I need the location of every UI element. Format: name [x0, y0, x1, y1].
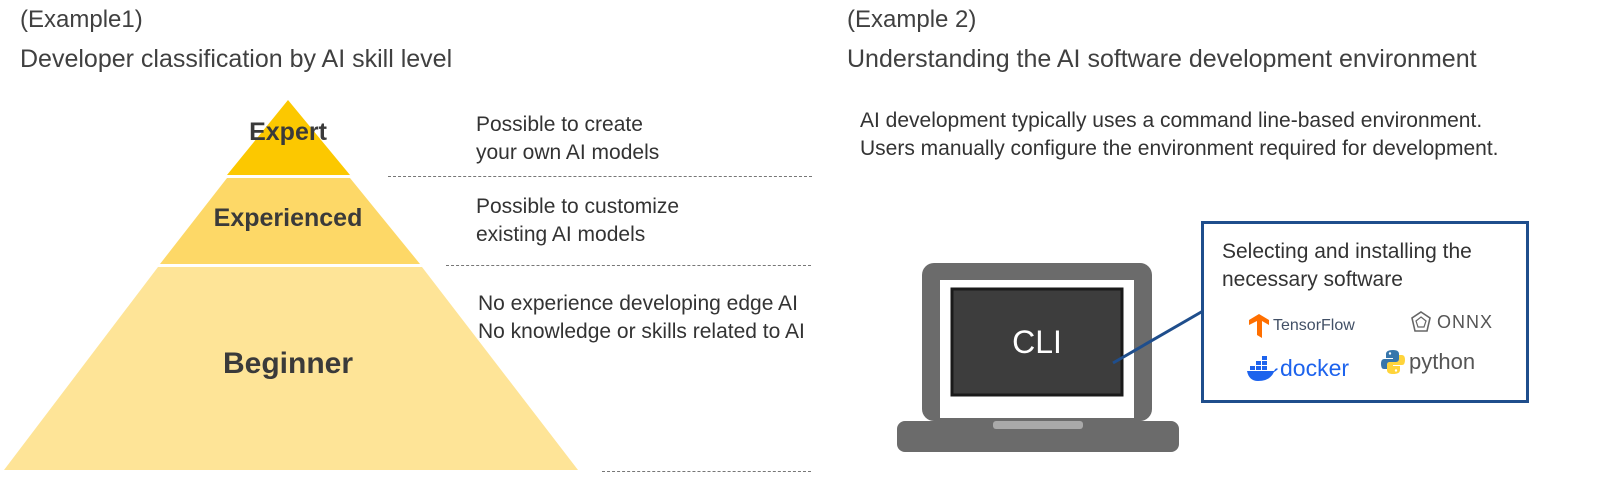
callout-connector: [1112, 309, 1204, 365]
python-logo: python: [1380, 349, 1475, 375]
software-callout: Selecting and installing the necessary s…: [1201, 221, 1529, 403]
divider-experienced: [446, 265, 811, 266]
callout-title-line: necessary software: [1222, 268, 1403, 291]
tier-description-experienced: Possible to customize existing AI models: [476, 193, 679, 249]
onnx-icon: [1411, 311, 1431, 332]
callout-title-line: Selecting and installing the: [1222, 240, 1472, 263]
divider-expert: [388, 176, 812, 177]
description-line: your own AI models: [476, 141, 660, 164]
pyramid-tier-experienced: [160, 178, 420, 264]
callout-title: Selecting and installing the necessary s…: [1222, 238, 1472, 294]
example1-title: Developer classification by AI skill lev…: [20, 45, 453, 73]
example2-label: (Example 2): [847, 6, 977, 33]
docker-label: docker: [1280, 355, 1350, 381]
description-line: Users manually configure the environment…: [860, 137, 1499, 160]
python-icon: [1381, 350, 1405, 374]
description-line: Possible to create: [476, 113, 643, 136]
example2-title: Understanding the AI software developmen…: [847, 45, 1477, 73]
divider-beginner: [602, 471, 811, 472]
tier-label-beginner: Beginner: [222, 347, 354, 380]
onnx-label: ONNX: [1437, 311, 1494, 332]
description-line: existing AI models: [476, 223, 646, 246]
description-line: AI development typically uses a command …: [860, 109, 1483, 132]
tier-label-experienced: Experienced: [213, 204, 363, 232]
tier-description-expert: Possible to create your own AI models: [476, 111, 659, 167]
docker-logo: docker: [1246, 355, 1349, 382]
example1-label: (Example1): [20, 6, 143, 33]
pyramid-tier-beginner: [4, 267, 578, 470]
tier-label-expert: Expert: [249, 118, 327, 146]
docker-icon: [1247, 355, 1278, 381]
description-line: Possible to customize: [476, 195, 680, 218]
tensorflow-label: TensorFlow: [1273, 317, 1355, 334]
tensorflow-icon: [1249, 314, 1269, 338]
example2-description: AI development typically uses a command …: [860, 107, 1499, 163]
pyramid-tier-expert: [227, 100, 350, 175]
python-label: python: [1409, 349, 1476, 374]
description-line: No experience developing edge AI: [478, 292, 798, 315]
onnx-logo: ONNX: [1409, 310, 1493, 334]
tensorflow-logo: TensorFlow: [1248, 314, 1355, 338]
tier-description-beginner: No experience developing edge AI No know…: [478, 290, 805, 346]
cli-screen-label: CLI: [1012, 324, 1062, 360]
description-line: No knowledge or skills related to AI: [478, 320, 805, 343]
